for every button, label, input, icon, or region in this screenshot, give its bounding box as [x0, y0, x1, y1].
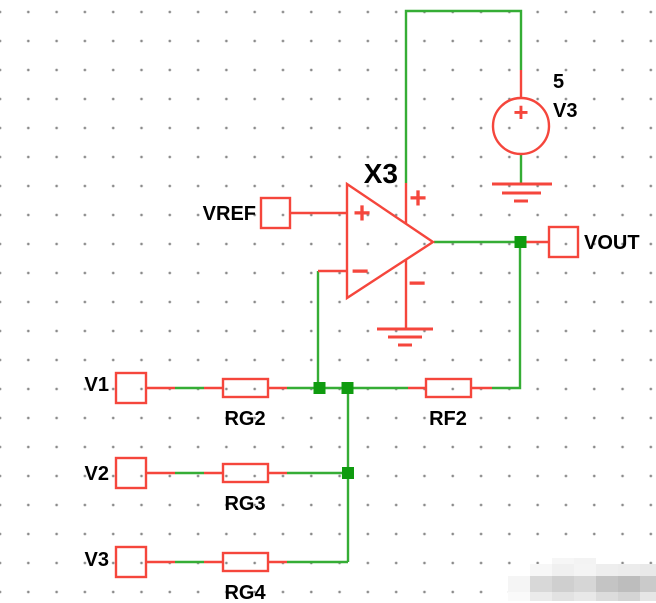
- watermark-block: [596, 576, 618, 592]
- port-v3[interactable]: V3: [85, 545, 175, 579]
- negative-supply-minus-symbol: −: [408, 267, 426, 300]
- watermark-mosaic: [500, 558, 656, 603]
- v2-port-label: V2: [85, 463, 109, 485]
- watermark-block: [574, 576, 596, 592]
- port-v1[interactable]: V1: [85, 371, 175, 405]
- vref-port-label: VREF: [203, 203, 256, 225]
- voltage-source-v3[interactable]: + 5 V3: [491, 70, 577, 156]
- resistor-rf2[interactable]: RF2: [408, 377, 492, 430]
- positive-supply-plus-symbol: +: [409, 182, 427, 215]
- rf2-label: RF2: [429, 408, 467, 430]
- watermark-block: [640, 592, 656, 601]
- opamp-ref-label: X3: [364, 158, 398, 189]
- watermark-block: [552, 558, 574, 564]
- positive-supply-wire[interactable]: [404, 9, 523, 183]
- watermark-block: [618, 564, 640, 576]
- port-v2[interactable]: V2: [85, 456, 175, 490]
- watermark-block: [552, 564, 574, 576]
- v1-port-label: V1: [85, 374, 109, 396]
- watermark-block: [530, 576, 552, 592]
- source-ref-label: V3: [553, 100, 577, 122]
- noninverting-input-plus-symbol: +: [353, 197, 371, 230]
- rg2-body[interactable]: [221, 377, 270, 399]
- v1-port-box[interactable]: [114, 371, 148, 405]
- watermark-block: [508, 576, 530, 592]
- source-plus-symbol: +: [513, 97, 528, 127]
- watermark-block: [618, 576, 640, 592]
- junction-dot: [514, 236, 527, 248]
- rg2-label: RG2: [224, 408, 265, 430]
- resistor-rg4[interactable]: RG4: [204, 551, 287, 603]
- watermark-block: [530, 592, 552, 601]
- watermark-block: [552, 576, 574, 592]
- resistor-rg3[interactable]: RG3: [204, 462, 287, 515]
- watermark-block: [596, 592, 618, 601]
- rg3-label: RG3: [224, 493, 265, 515]
- watermark-block: [574, 564, 596, 576]
- junction-dot: [342, 467, 354, 479]
- rf2-body[interactable]: [424, 377, 473, 399]
- port-vref[interactable]: VREF: [203, 196, 292, 230]
- vout-port-label: VOUT: [584, 232, 640, 254]
- watermark-block: [508, 592, 530, 601]
- junction-dot: [313, 382, 326, 394]
- watermark-block: [574, 558, 596, 564]
- rg4-body[interactable]: [221, 551, 270, 573]
- opamp-ground-symbol[interactable]: [377, 327, 433, 347]
- source-circle[interactable]: [491, 96, 551, 156]
- source-value-label: 5: [553, 71, 564, 93]
- opamp-triangle[interactable]: [345, 181, 436, 301]
- resistor-rg2[interactable]: RG2: [204, 377, 287, 430]
- feedback-wire[interactable]: [492, 242, 522, 390]
- rg4-label: RG4: [224, 582, 266, 603]
- rg3-body[interactable]: [221, 462, 270, 484]
- junction-dot: [341, 382, 354, 394]
- vref-port-box[interactable]: [259, 196, 292, 230]
- source-ground-symbol[interactable]: [492, 182, 552, 203]
- watermark-block: [530, 564, 552, 576]
- watermark-block: [640, 564, 656, 576]
- port-vout[interactable]: VOUT: [526, 225, 640, 259]
- watermark-block: [552, 592, 574, 601]
- watermark-block: [596, 564, 618, 576]
- inverting-input-minus-symbol: −: [351, 255, 369, 288]
- v3-port-box[interactable]: [114, 545, 148, 579]
- watermark-block: [574, 592, 596, 601]
- watermark-block: [618, 592, 640, 601]
- vout-port-box[interactable]: [547, 225, 580, 259]
- opamp-x3[interactable]: + − + − X3: [290, 158, 436, 329]
- watermark-block: [640, 576, 656, 592]
- v2-port-box[interactable]: [114, 456, 148, 490]
- v3-port-label: V3: [85, 549, 109, 571]
